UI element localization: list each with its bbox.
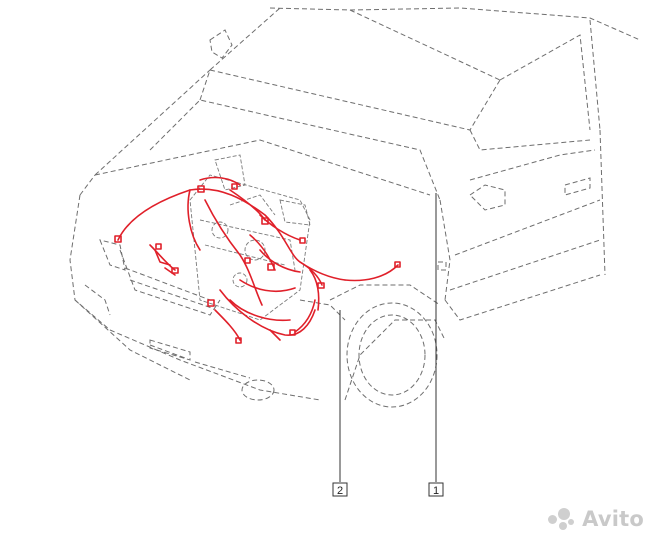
avito-logo-icon (546, 506, 576, 532)
wiring-harness (114, 176, 401, 344)
callout-leaders (339, 193, 437, 482)
callout-2-label: 2 (337, 485, 343, 497)
callout-2: 2 (332, 482, 348, 497)
callout-1-label: 1 (433, 485, 439, 497)
callout-1: 1 (428, 482, 444, 497)
avito-watermark: Avito (546, 506, 644, 532)
avito-watermark-text: Avito (582, 507, 644, 531)
engine-block (189, 154, 311, 321)
car-body-outline (69, 7, 641, 408)
